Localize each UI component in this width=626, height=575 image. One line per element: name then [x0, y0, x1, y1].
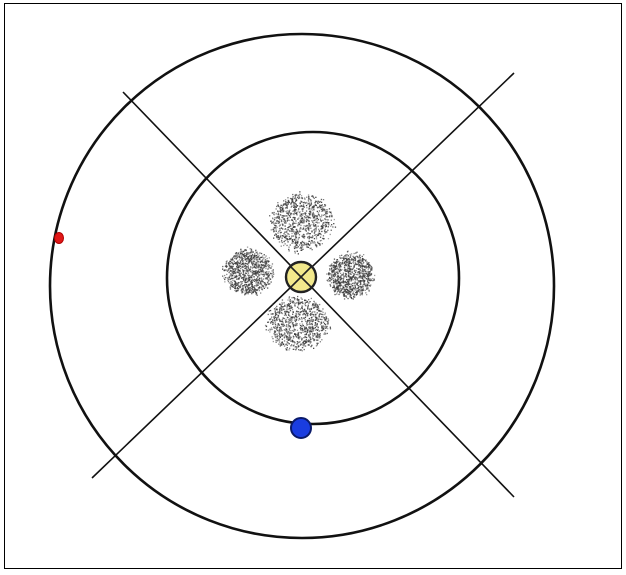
cloud-lobe-top — [269, 191, 336, 254]
cloud-lobe-bottom — [265, 296, 331, 352]
cloud-lobe-right — [326, 251, 375, 300]
cloud-lobe-left — [222, 247, 274, 296]
central-body — [286, 262, 316, 292]
blue-planet — [291, 418, 311, 438]
red-planet — [55, 233, 64, 244]
diagonal-line-a — [123, 92, 514, 497]
